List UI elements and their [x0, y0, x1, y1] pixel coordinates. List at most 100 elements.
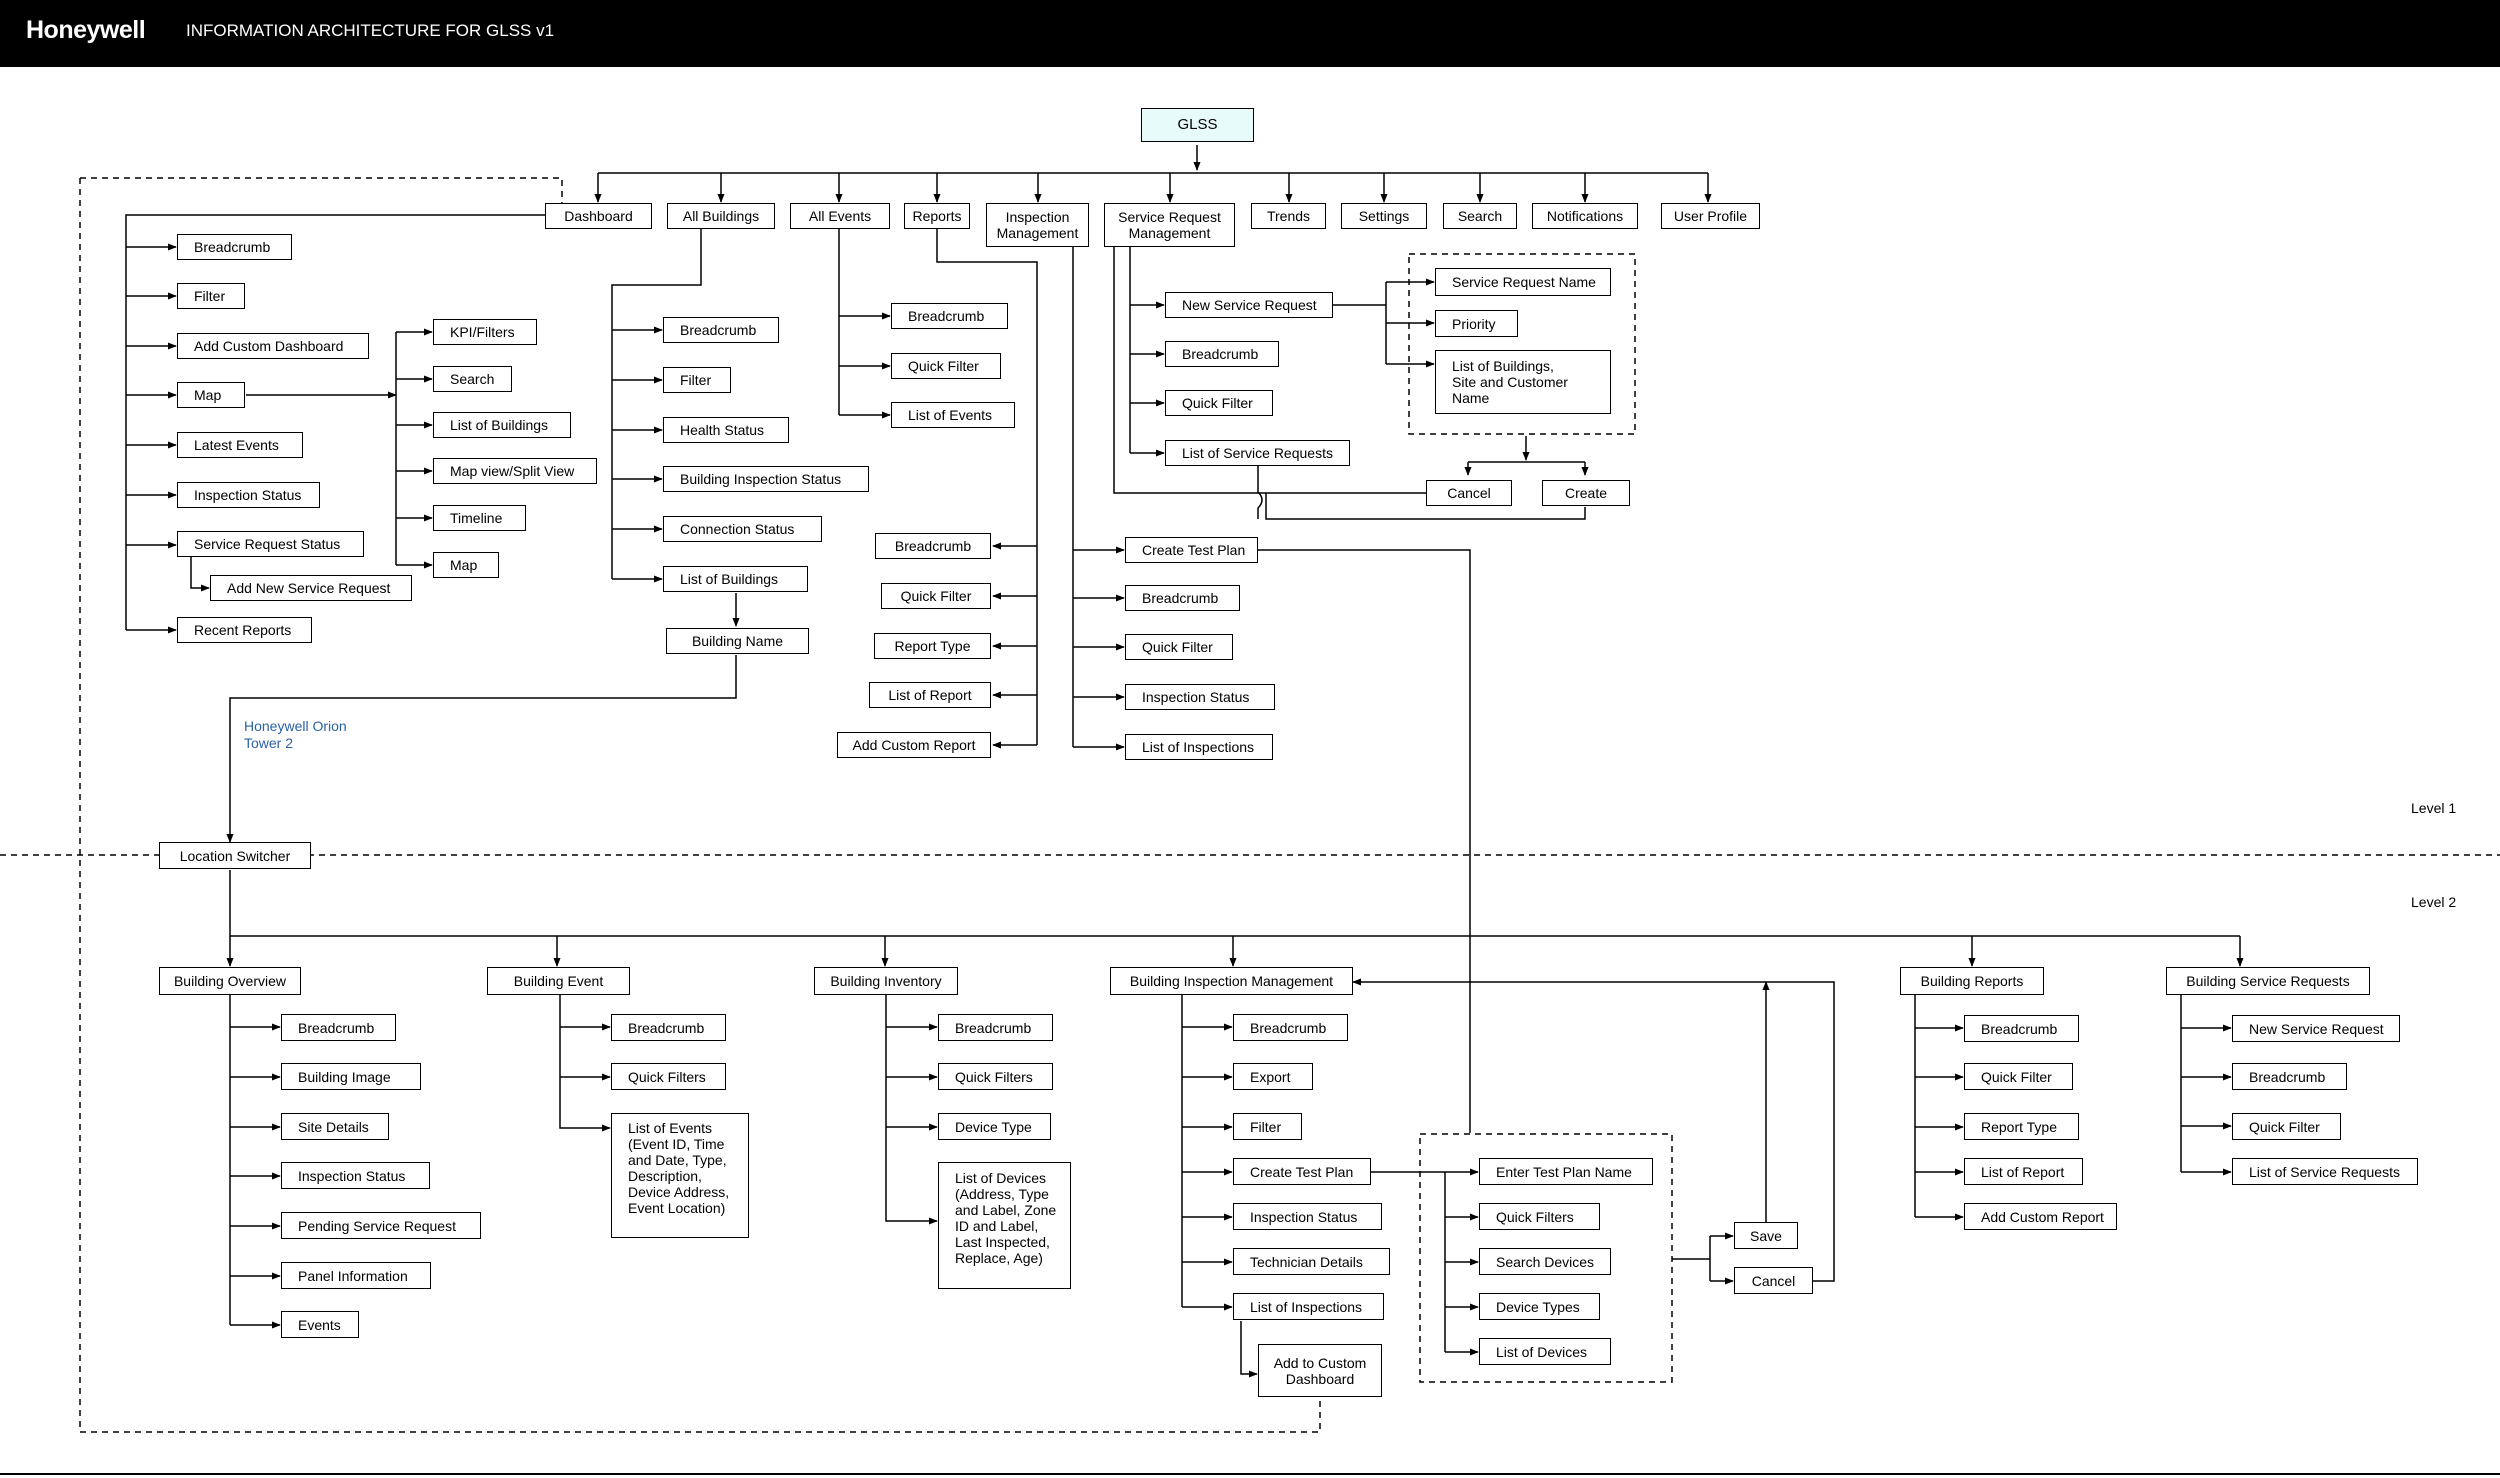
node-inspection-inspection-status: Inspection Status	[1125, 684, 1275, 710]
node-settings: Settings	[1341, 203, 1427, 229]
node-add-custom-dashboard: Add Custom Dashboard	[177, 333, 369, 359]
node-list-of-buildings-site-customer: List of Buildings, Site and Customer Nam…	[1435, 350, 1611, 414]
node-new-service-request: New Service Request	[1165, 292, 1333, 318]
node-building-inspection-status: Building Inspection Status	[663, 466, 869, 492]
node-be-quick-filters: Quick Filters	[611, 1063, 726, 1090]
node-map-timeline: Timeline	[433, 505, 526, 531]
node-inspection-management: Inspection Management	[986, 203, 1089, 247]
node-bim-create-test-plan: Create Test Plan	[1233, 1158, 1371, 1185]
node-trends: Trends	[1251, 203, 1326, 229]
node-report-type: Report Type	[874, 633, 991, 659]
node-binv-quick-filters: Quick Filters	[938, 1063, 1053, 1090]
node-reports: Reports	[904, 203, 970, 229]
location-label: Honeywell Orion Tower 2	[244, 718, 347, 751]
document-title: INFORMATION ARCHITECTURE FOR GLSS v1	[186, 21, 555, 40]
node-reports-quick-filter: Quick Filter	[881, 583, 991, 609]
node-map-view-split-view: Map view/Split View	[433, 458, 597, 484]
node-binv-breadcrumb: Breadcrumb	[938, 1014, 1053, 1041]
node-tp-list-of-devices: List of Devices	[1479, 1338, 1611, 1365]
node-br-add-custom-report: Add Custom Report	[1964, 1203, 2117, 1230]
node-bo-events: Events	[281, 1311, 359, 1338]
node-building-overview: Building Overview	[159, 967, 301, 995]
node-connection-status: Connection Status	[663, 516, 822, 542]
node-dashboard-map: Map	[177, 382, 245, 408]
node-service-quick-filter: Quick Filter	[1165, 390, 1273, 416]
node-recent-reports: Recent Reports	[177, 617, 312, 643]
node-glss-root: GLSS	[1141, 108, 1254, 142]
node-search: Search	[1443, 203, 1517, 229]
node-events-breadcrumb: Breadcrumb	[891, 303, 1008, 329]
node-events-quick-filter: Quick Filter	[891, 353, 1001, 379]
level-1-label: Level 1	[2411, 800, 2457, 816]
node-list-of-service-requests: List of Service Requests	[1165, 440, 1350, 466]
node-br-breadcrumb: Breadcrumb	[1964, 1015, 2079, 1042]
node-bsr-new-service-request: New Service Request	[2232, 1015, 2400, 1042]
node-map-list-of-buildings: List of Buildings	[433, 412, 571, 438]
node-health-status: Health Status	[663, 417, 789, 443]
node-tp-device-types: Device Types	[1479, 1293, 1600, 1320]
node-tp-enter-test-plan-name: Enter Test Plan Name	[1479, 1158, 1653, 1185]
honeywell-logo: Honeywell	[26, 16, 146, 44]
node-bsr-breadcrumb: Breadcrumb	[2232, 1063, 2347, 1090]
bottom-rule	[0, 1473, 2500, 1475]
node-all-buildings: All Buildings	[667, 203, 775, 229]
node-tp-search-devices: Search Devices	[1479, 1248, 1611, 1275]
node-bo-breadcrumb: Breadcrumb	[281, 1014, 396, 1041]
node-bo-site-details: Site Details	[281, 1113, 389, 1140]
node-latest-events: Latest Events	[177, 432, 303, 458]
node-events-list-of-events: List of Events	[891, 402, 1015, 428]
header-bar: Honeywell INFORMATION ARCHITECTURE FOR G…	[0, 0, 2500, 67]
node-bim-export: Export	[1233, 1063, 1313, 1090]
node-building-inspection-management: Building Inspection Management	[1110, 967, 1353, 995]
node-create-test-plan: Create Test Plan	[1125, 537, 1258, 563]
node-dashboard-breadcrumb: Breadcrumb	[177, 234, 292, 260]
level-2-label: Level 2	[2411, 894, 2457, 910]
node-building-reports: Building Reports	[1900, 967, 2044, 995]
node-service-create: Create	[1542, 480, 1630, 506]
node-add-new-service-request: Add New Service Request	[210, 575, 412, 601]
node-inspection-breadcrumb: Breadcrumb	[1125, 585, 1240, 611]
node-buildings-list-of-buildings: List of Buildings	[663, 566, 808, 592]
node-service-request-management: Service Request Management	[1104, 203, 1235, 247]
node-bim-list-of-inspections: List of Inspections	[1233, 1293, 1384, 1320]
node-buildings-filter: Filter	[663, 367, 731, 393]
node-priority: Priority	[1435, 310, 1518, 337]
node-service-breadcrumb: Breadcrumb	[1165, 341, 1279, 367]
node-dashboard-filter: Filter	[177, 283, 245, 309]
node-tp-cancel: Cancel	[1734, 1267, 1813, 1294]
node-user-profile: User Profile	[1661, 203, 1760, 229]
node-service-request-name: Service Request Name	[1435, 268, 1611, 296]
node-bo-panel-information: Panel Information	[281, 1262, 431, 1289]
node-tp-save: Save	[1734, 1222, 1798, 1249]
node-reports-list-of-report: List of Report	[869, 682, 991, 708]
node-building-inventory: Building Inventory	[814, 967, 958, 995]
node-inspection-quick-filter: Quick Filter	[1125, 634, 1233, 660]
node-list-of-inspections: List of Inspections	[1125, 734, 1273, 760]
node-binv-device-type: Device Type	[938, 1113, 1051, 1140]
node-dashboard: Dashboard	[545, 203, 652, 229]
node-be-breadcrumb: Breadcrumb	[611, 1014, 726, 1041]
node-bim-breadcrumb: Breadcrumb	[1233, 1014, 1348, 1041]
node-service-cancel: Cancel	[1426, 480, 1512, 506]
node-building-name: Building Name	[666, 628, 809, 654]
node-service-request-status: Service Request Status	[177, 531, 364, 557]
node-binv-list-of-devices: List of Devices (Address, Type and Label…	[938, 1162, 1071, 1289]
node-br-report-type: Report Type	[1964, 1113, 2079, 1140]
node-bim-add-to-custom-dashboard: Add to Custom Dashboard	[1258, 1344, 1382, 1397]
node-bsr-quick-filter: Quick Filter	[2232, 1113, 2341, 1140]
node-map-map: Map	[433, 552, 499, 578]
node-map-kpi-filters: KPI/Filters	[433, 319, 537, 345]
node-dashboard-inspection-status: Inspection Status	[177, 482, 320, 508]
node-bim-inspection-status: Inspection Status	[1233, 1203, 1382, 1230]
node-notifications: Notifications	[1532, 203, 1638, 229]
node-br-quick-filter: Quick Filter	[1964, 1063, 2073, 1090]
node-map-search: Search	[433, 366, 512, 392]
node-br-list-of-report: List of Report	[1964, 1158, 2083, 1185]
node-buildings-breadcrumb: Breadcrumb	[663, 317, 779, 343]
node-be-list-of-events: List of Events (Event ID, Time and Date,…	[611, 1113, 749, 1238]
node-bim-technician-details: Technician Details	[1233, 1248, 1390, 1275]
node-all-events: All Events	[790, 203, 890, 229]
node-building-event: Building Event	[487, 967, 630, 995]
node-location-switcher: Location Switcher	[159, 842, 311, 869]
